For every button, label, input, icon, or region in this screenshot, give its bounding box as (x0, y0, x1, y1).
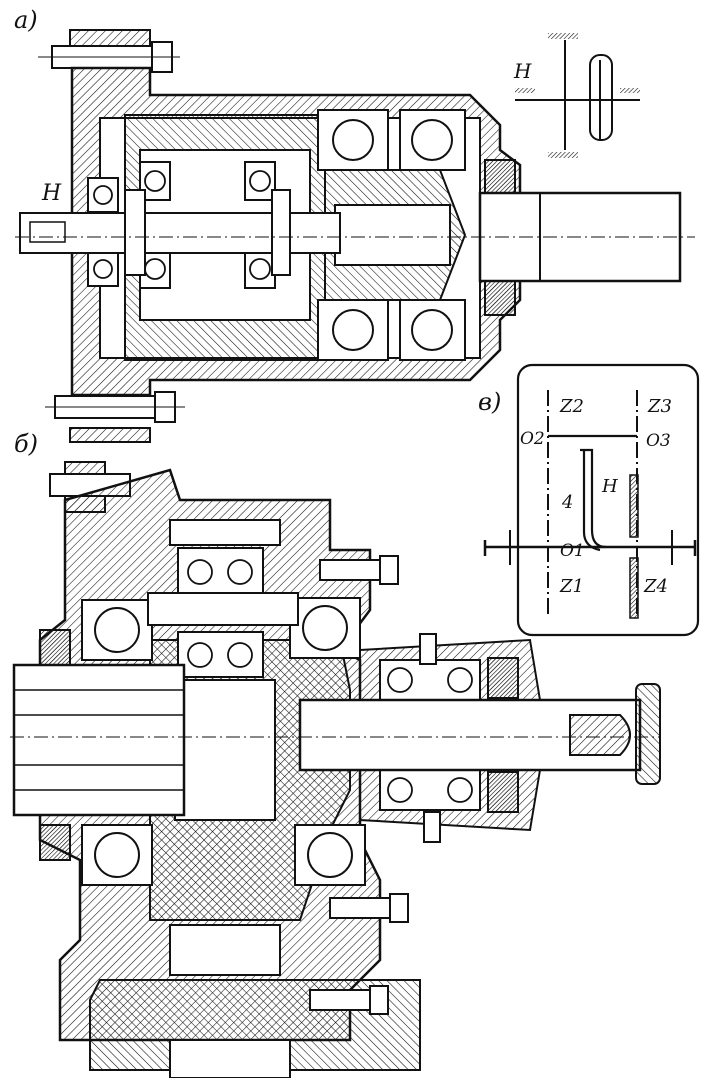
side-bolts-b (309, 555, 441, 1015)
bottom-mounting-bolt (45, 391, 185, 443)
assembly-a: H H (15, 29, 695, 443)
seal-b-1 (39, 629, 71, 666)
top-mounting-bolt (38, 29, 180, 73)
view-label-a: а) (14, 6, 38, 34)
assembly-b (10, 461, 661, 1078)
link-4-label: 4 (561, 492, 573, 513)
gear-z3-label: Z3 (647, 396, 672, 417)
kinematic-scheme-v: Z2 Z3 O2 O3 4 H O1 Z1 Z4 (483, 363, 700, 637)
gear-z2-label: Z2 (559, 396, 584, 417)
bearing-bottom-right (317, 299, 466, 361)
shaft-label-a: H (41, 181, 62, 206)
view-label-v: в) (478, 388, 501, 416)
axis-o2-label: O2 (520, 429, 545, 449)
inset-carrier-label: H (513, 59, 532, 83)
seal-top-a (484, 159, 516, 196)
kinematic-inset-a: H (513, 33, 640, 158)
gear-z4-label: Z4 (643, 576, 668, 597)
input-shaft-a (19, 189, 341, 276)
bearing-top-right (317, 109, 466, 171)
seal-b-2 (39, 824, 71, 861)
view-label-b: б) (14, 430, 38, 458)
ring-gear-b (169, 924, 281, 976)
output-shaft-b (298, 683, 661, 785)
carrier-h-label: H (601, 476, 618, 497)
gear-z1-label: Z1 (559, 576, 584, 597)
bearings-b (81, 547, 366, 886)
axis-o3-label: O3 (646, 431, 671, 451)
seal-bottom-a (484, 279, 516, 316)
input-shaft-b (12, 663, 186, 817)
axis-o1-label: O1 (560, 541, 585, 561)
planet-shaft-b (147, 592, 299, 626)
